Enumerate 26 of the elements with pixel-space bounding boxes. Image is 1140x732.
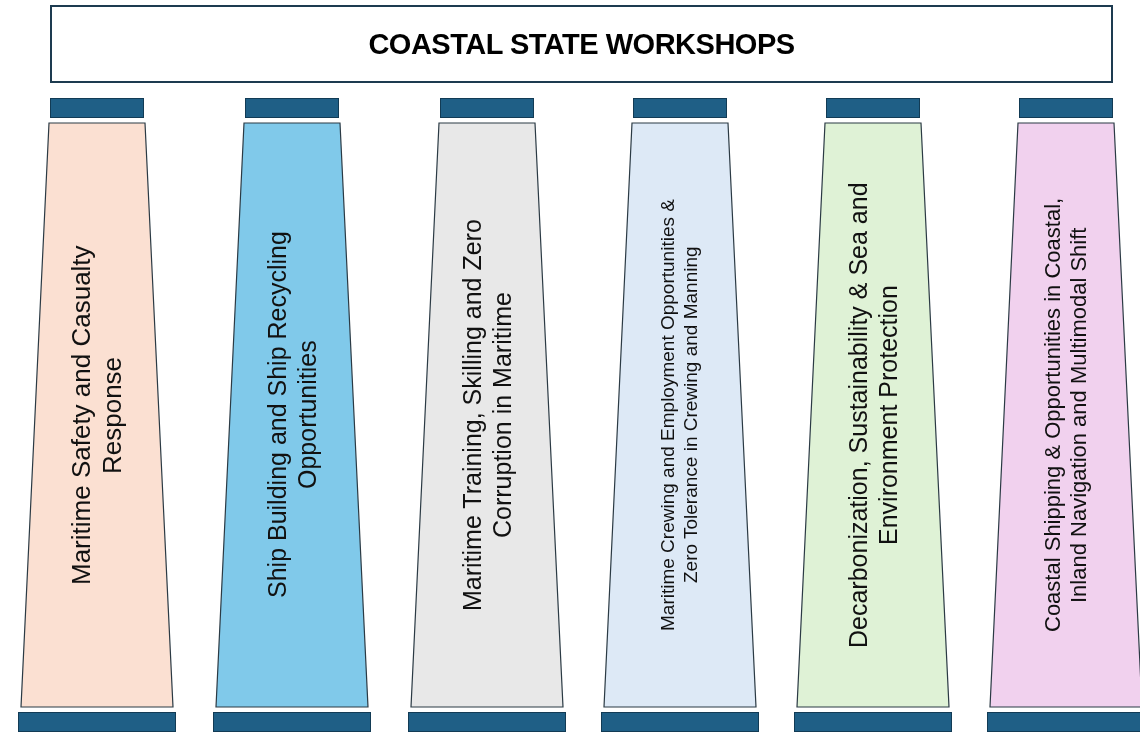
pillar-label: Coastal Shipping & Opportunities in Coastal, Inland Navigation and Multimodal Shift — [1039, 196, 1092, 635]
pillar — [410, 122, 564, 708]
pillar-capital — [245, 98, 339, 118]
pillar-capital — [50, 98, 144, 118]
pillar — [20, 122, 174, 708]
pillar-base — [601, 712, 759, 732]
banner-title: COASTAL STATE WORKSHOPS — [368, 27, 795, 61]
pillar — [796, 122, 950, 708]
pillar-base — [408, 712, 566, 732]
pillar — [989, 122, 1140, 708]
pillar-capital — [1019, 98, 1113, 118]
pillar-capital — [826, 98, 920, 118]
pillar-base — [794, 712, 952, 732]
pillar-base — [987, 712, 1140, 732]
pillar-label: Ship Building and Ship Recycling Opportunities — [262, 230, 322, 601]
pillar-base — [213, 712, 371, 732]
pillar-label: Decarbonization, Sustainability & Sea and Environment Protection — [843, 181, 903, 650]
pillar-capital — [440, 98, 534, 118]
pillar — [603, 122, 757, 708]
pillar-label: Maritime Crewing and Employment Opportunities & Zero Tolerance in Crewing and Manning — [657, 198, 702, 633]
pillar-capital — [633, 98, 727, 118]
pillar — [215, 122, 369, 708]
pillar-label: Maritime Safety and Casualty Response — [65, 244, 128, 587]
pillar-base — [18, 712, 176, 732]
pillar-label: Maritime Training, Skilling and Zero Corruption in Maritime — [457, 218, 517, 613]
title-banner — [50, 5, 1113, 83]
